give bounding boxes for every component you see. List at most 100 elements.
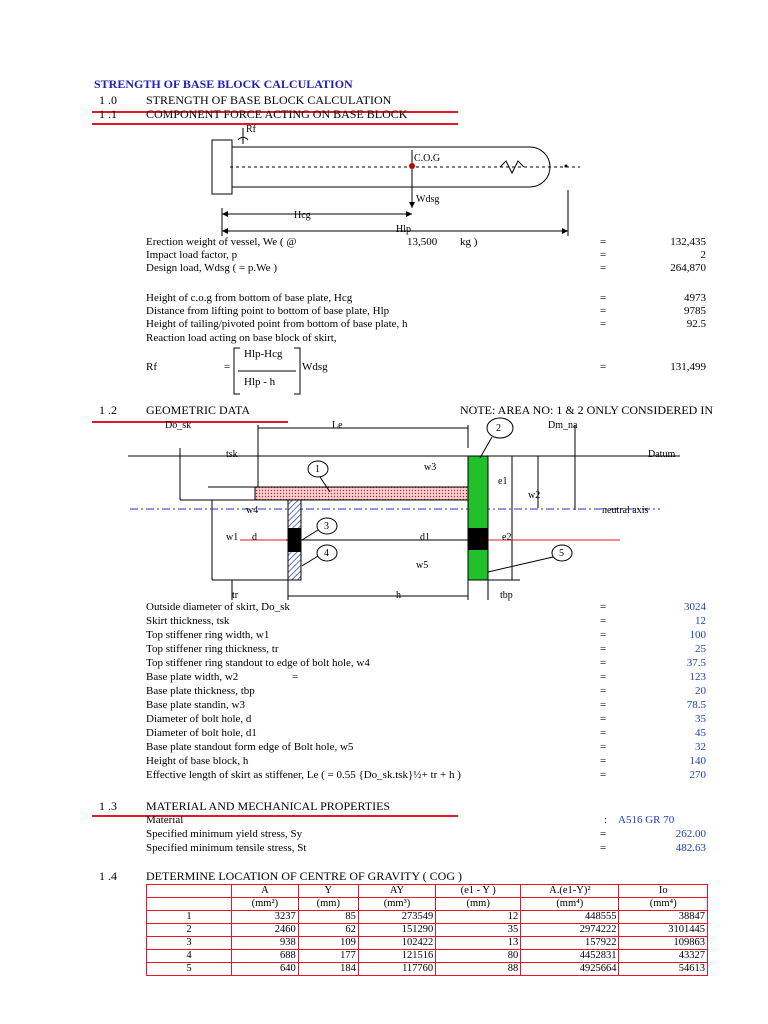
d-label: d [252, 532, 257, 543]
h-label: h [396, 590, 401, 601]
e1-label: e1 [498, 476, 507, 487]
geometry-value: 78.5 [686, 699, 706, 711]
table-cell: 1 [146, 910, 232, 924]
table-cell: 62 [297, 923, 359, 937]
cog-label: C.O.G [414, 153, 440, 164]
equals-sign: = [600, 249, 607, 261]
table-cell: 109 [297, 936, 359, 950]
neutral-axis-label: neutral axis [602, 505, 648, 516]
equals-sign: = [600, 741, 607, 753]
geometry-label: Base plate width, w2 [146, 671, 239, 683]
height-label: Reaction load acting on base block of sk… [146, 332, 337, 344]
section-heading: COMPONENT FORCE ACTING ON BASE BLOCK [146, 107, 408, 121]
table-cell: 38847 [618, 910, 708, 924]
equals-sign: = [600, 769, 607, 781]
geometry-label: Base plate standout form edge of Bolt ho… [146, 741, 354, 753]
unit-header: (mm) [297, 897, 359, 911]
column-header: (e1 - Y ) [435, 884, 522, 898]
geometry-label: Base plate standin, w3 [146, 699, 245, 711]
table-cell: 117760 [357, 962, 437, 976]
geometry-value: 3024 [684, 601, 706, 613]
geometry-label: Top stiffener ring thickness, tr [146, 643, 279, 655]
table-cell: 13 [435, 936, 522, 950]
table-cell: 4925664 [520, 962, 620, 976]
equals-sign: = [600, 671, 607, 683]
d1-label: d1 [420, 532, 430, 543]
table-cell: 448555 [520, 910, 620, 924]
table-cell: 80 [435, 949, 522, 963]
table-cell: 3237 [231, 910, 299, 924]
rf-value: 131,499 [670, 361, 706, 373]
geometry-label: Height of base block, h [146, 755, 249, 767]
tbp-label: tbp [500, 590, 513, 601]
table-cell: 121516 [357, 949, 437, 963]
column-header: Io [618, 884, 708, 898]
geometry-value: 25 [695, 643, 706, 655]
rf-equals: = [224, 361, 231, 373]
column-header: A [231, 884, 299, 898]
table-cell: 688 [231, 949, 299, 963]
unit-header: (mm²) [231, 897, 299, 911]
area-5-marker: 5 [559, 548, 564, 559]
column-header: A.(e1-Y)² [520, 884, 620, 898]
geometry-label: Top stiffener ring width, w1 [146, 629, 270, 641]
dm-na-label: Dm_na [548, 420, 578, 431]
table-units-row: (mm²) (mm) (mm³) (mm) (mm⁴) (mm⁴) [146, 897, 708, 911]
geometry-label: Effective length of skirt as stiffener, … [146, 769, 461, 781]
equals-sign: = [600, 615, 607, 627]
tsk-label: tsk [226, 449, 238, 460]
section-heading: MATERIAL AND MECHANICAL PROPERTIES [146, 799, 391, 813]
hcg-label: Hcg [294, 210, 311, 221]
column-header [146, 884, 232, 898]
table-cell: 85 [297, 910, 359, 924]
geometry-value: 37.5 [686, 657, 706, 669]
section-number: 1 .2 [99, 403, 117, 417]
geometry-value: 20 [695, 685, 706, 697]
geometry-value: 45 [695, 727, 706, 739]
table-header-row: A Y AY (e1 - Y ) A.(e1-Y)² Io [146, 884, 708, 898]
area-4-marker: 4 [324, 548, 329, 559]
w5-label: w5 [416, 560, 428, 571]
table-cell: 2 [146, 923, 232, 937]
geometry-label: Skirt thickness, tsk [146, 615, 230, 627]
e2-label: e2 [502, 532, 511, 543]
unit-header: (mm⁴) [618, 897, 708, 911]
geometry-value: 32 [695, 741, 706, 753]
column-header: AY [357, 884, 437, 898]
table-cell: 938 [231, 936, 299, 950]
w3-label: w3 [424, 462, 436, 473]
table-cell: 157922 [520, 936, 620, 950]
table-cell: 2974222 [520, 923, 620, 937]
geometry-value: 100 [689, 629, 707, 641]
equals-sign: = [600, 318, 607, 330]
colon: : [604, 814, 608, 826]
unit-header: (mm⁴) [520, 897, 620, 911]
equals-sign: = [600, 629, 607, 641]
geometry-value: 123 [689, 671, 707, 683]
table-cell: 35 [435, 923, 522, 937]
equals-sign: = [600, 305, 607, 317]
le-label: Le [332, 420, 343, 431]
table-cell: 54613 [618, 962, 708, 976]
table-cell: 3101445 [618, 923, 708, 937]
material-value: 262.00 [675, 828, 706, 840]
table-cell: 640 [231, 962, 299, 976]
geometry-label: Base plate thickness, tbp [146, 685, 255, 697]
equals-sign: = [600, 236, 607, 248]
equals-sign: = [600, 842, 607, 854]
rf-denominator: Hlp - h [244, 376, 276, 388]
load-label: Erection weight of vessel, We ( @ [146, 236, 297, 248]
area-1-marker: 1 [315, 464, 320, 475]
material-label: Specified minimum tensile stress, St [146, 842, 307, 854]
geometry-label: Diameter of bolt hole, d1 [146, 727, 257, 739]
height-label: Height of c.o.g from bottom of base plat… [146, 292, 353, 304]
geometry-value: 35 [695, 713, 706, 725]
cog-table: A Y AY (e1 - Y ) A.(e1-Y)² Io (mm²) (mm)… [146, 884, 708, 976]
table-cell: 109863 [618, 936, 708, 950]
height-label: Height of tailing/pivoted point from bot… [146, 318, 408, 330]
area-2-marker: 2 [496, 423, 501, 434]
table-cell: 273549 [357, 910, 437, 924]
